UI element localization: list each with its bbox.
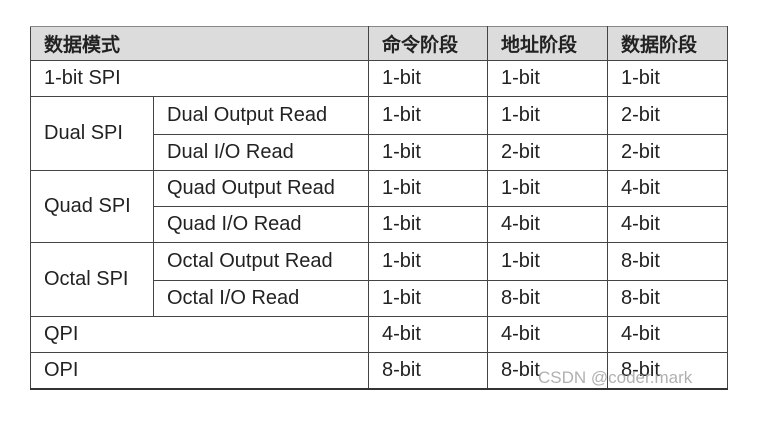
- data-cell: 2-bit: [607, 96, 728, 135]
- submode-cell: Quad Output Read: [153, 170, 369, 207]
- submode-cell: Dual Output Read: [153, 96, 369, 135]
- submode-cell: Octal I/O Read: [153, 280, 369, 317]
- address-cell: 4-bit: [487, 316, 608, 353]
- data-cell: 4-bit: [607, 206, 728, 243]
- submode-cell: Octal Output Read: [153, 242, 369, 281]
- command-cell: 8-bit: [368, 352, 488, 390]
- header-data-phase: 数据阶段: [607, 26, 728, 61]
- spi-data-mode-table: 数据模式 命令阶段 地址阶段 数据阶段 1-bit SPI 1-bit 1-bi…: [30, 26, 728, 390]
- table-row: Octal I/O Read 1-bit 8-bit 8-bit: [31, 280, 728, 317]
- command-cell: 1-bit: [368, 206, 488, 243]
- header-data-mode: 数据模式: [30, 26, 369, 61]
- submode-cell: Dual I/O Read: [153, 134, 369, 171]
- csdn-watermark: CSDN @coder.mark: [538, 368, 693, 387]
- data-cell: 8-bit: [607, 352, 728, 390]
- data-cell: 8-bit: [607, 242, 728, 281]
- table-row: 1-bit SPI 1-bit 1-bit 1-bit: [30, 60, 728, 97]
- address-cell: 1-bit: [487, 96, 608, 135]
- address-cell: 8-bit: [487, 280, 608, 317]
- mode-cell: OPI: [30, 352, 369, 390]
- command-cell: 1-bit: [368, 96, 488, 135]
- table-row: Dual SPI Dual Output Read 1-bit 1-bit 2-…: [30, 96, 728, 171]
- address-cell: 1-bit: [487, 60, 608, 97]
- data-cell: 2-bit: [607, 134, 728, 171]
- table-header-row: 数据模式 命令阶段 地址阶段 数据阶段: [30, 26, 728, 61]
- submode-cell: Quad I/O Read: [153, 206, 369, 243]
- table-row: Quad I/O Read 1-bit 4-bit 4-bit: [31, 206, 728, 243]
- header-command-phase: 命令阶段: [368, 26, 488, 61]
- command-cell: 4-bit: [368, 316, 488, 353]
- group-cell-quad-spi: Quad SPI: [30, 170, 154, 243]
- mode-cell: 1-bit SPI: [30, 60, 369, 97]
- address-cell: 8-bit: [487, 352, 608, 390]
- command-cell: 1-bit: [368, 280, 488, 317]
- command-cell: 1-bit: [368, 60, 488, 97]
- mode-cell: QPI: [30, 316, 369, 353]
- command-cell: 1-bit: [368, 170, 488, 207]
- group-cell-dual-spi: Dual SPI: [30, 96, 154, 171]
- data-cell: 8-bit: [607, 280, 728, 317]
- data-cell: 4-bit: [607, 316, 728, 353]
- table-row: QPI 4-bit 4-bit 4-bit: [30, 316, 728, 353]
- table-row: Dual I/O Read 1-bit 2-bit 2-bit: [31, 134, 728, 171]
- data-cell: 1-bit: [607, 60, 728, 97]
- header-address-phase: 地址阶段: [487, 26, 608, 61]
- table-row: OPI 8-bit 8-bit 8-bit: [30, 352, 728, 390]
- address-cell: 4-bit: [487, 206, 608, 243]
- address-cell: 1-bit: [487, 242, 608, 281]
- command-cell: 1-bit: [368, 242, 488, 281]
- address-cell: 2-bit: [487, 134, 608, 171]
- table-row: Octal SPI Octal Output Read 1-bit 1-bit …: [30, 242, 728, 317]
- data-cell: 4-bit: [607, 170, 728, 207]
- address-cell: 1-bit: [487, 170, 608, 207]
- table-row: Quad SPI Quad Output Read 1-bit 1-bit 4-…: [30, 170, 728, 243]
- command-cell: 1-bit: [368, 134, 488, 171]
- group-cell-octal-spi: Octal SPI: [30, 242, 154, 317]
